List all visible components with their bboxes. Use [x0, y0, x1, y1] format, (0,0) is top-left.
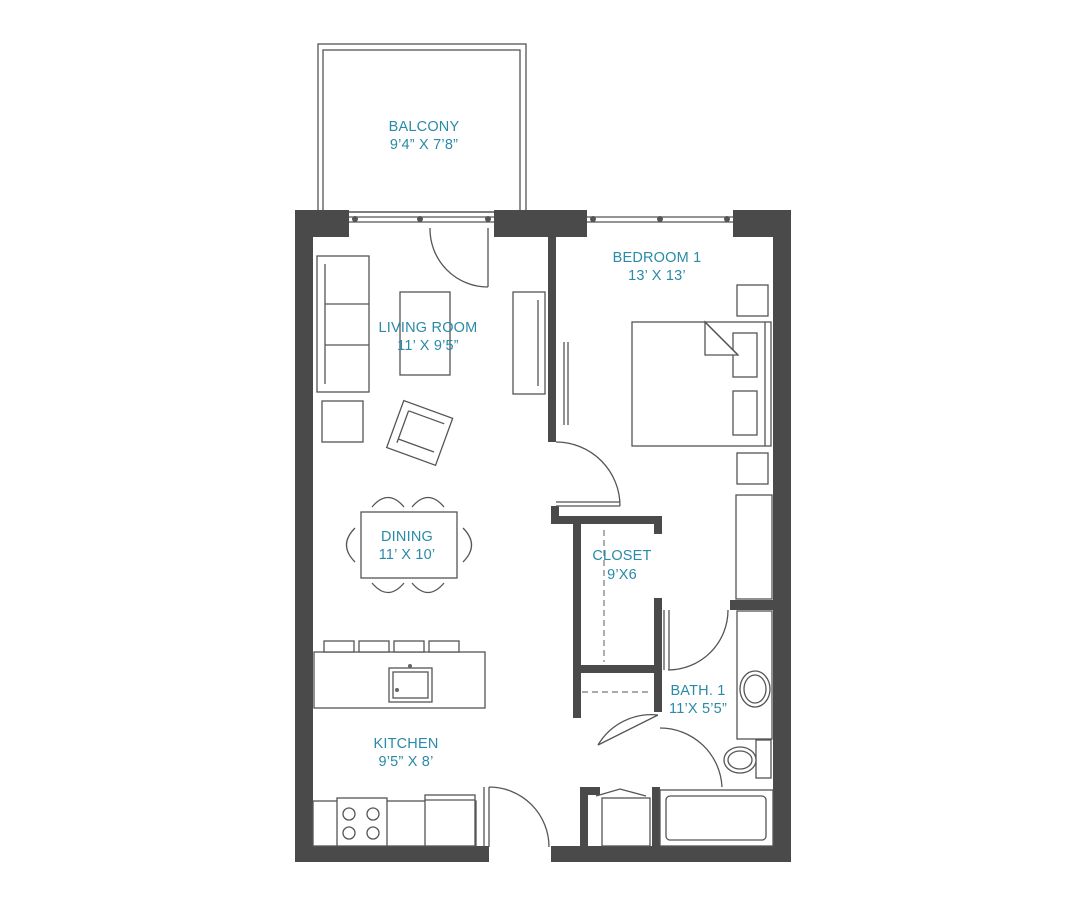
closet-name: CLOSET: [592, 548, 651, 564]
kitchen-counter: [312, 794, 477, 847]
dresser: [735, 494, 773, 600]
balcony-name: BALCONY: [389, 119, 460, 135]
closet-dims: 9’X6: [607, 567, 637, 583]
bed: [631, 320, 772, 447]
closet-details: [563, 342, 652, 693]
coffee-table: [399, 291, 451, 376]
dining-name: DINING: [381, 529, 433, 545]
dining-set: [345, 496, 473, 594]
side-table: [321, 400, 364, 443]
kitchen-island: [313, 640, 486, 709]
doors: [429, 227, 729, 848]
toilet: [723, 739, 772, 779]
room-labels: BALCONY 9’4” X 7’8” BEDROOM 1 13’ X 13’ …: [373, 119, 727, 770]
bedroom-name: BEDROOM 1: [613, 250, 702, 266]
washer-dryer: [601, 797, 651, 847]
vanity: [736, 610, 773, 740]
bath-name: BATH. 1: [670, 683, 725, 699]
balcony-dims: 9’4” X 7’8”: [390, 137, 458, 153]
living-room-dims: 11’ X 9’5”: [397, 338, 459, 354]
tv-console: [512, 291, 546, 395]
armchair: [385, 399, 454, 467]
bathtub: [659, 789, 774, 847]
bath-dims: 11’X 5’5”: [669, 701, 727, 717]
bedroom-dims: 13’ X 13’: [628, 268, 686, 284]
sofa: [316, 255, 370, 393]
windows: [349, 216, 733, 223]
living-room-name: LIVING ROOM: [379, 320, 478, 336]
exterior-walls: [295, 210, 791, 862]
nightstand: [736, 452, 769, 485]
dining-dims: 11’ X 10’: [379, 547, 436, 563]
kitchen-dims: 9’5” X 8’: [379, 754, 434, 770]
interior-walls: [548, 237, 775, 847]
kitchen-name: KITCHEN: [373, 736, 438, 752]
balcony: [317, 43, 527, 213]
nightstand: [736, 284, 769, 317]
